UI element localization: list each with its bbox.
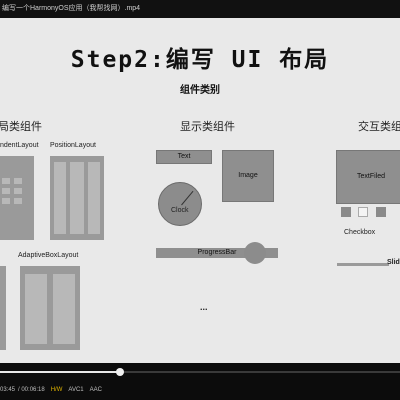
seek-handle[interactable] bbox=[116, 368, 124, 376]
textfield-label: TextFiled bbox=[356, 173, 385, 180]
checkbox-label: Checkbox bbox=[344, 229, 376, 236]
clock-component: Clock bbox=[158, 182, 202, 226]
total-time: / 00:06:18 bbox=[18, 387, 45, 393]
time-and-codec-info: 03:45 / 00:06:18 H/W AVC1 AAC bbox=[0, 385, 102, 395]
image-component-label: Image bbox=[238, 172, 258, 179]
video-frame[interactable]: Step2:编写 UI 布局 组件类别 局类组件 ndentLayout Pos… bbox=[0, 18, 400, 363]
audio-codec-badge: AAC bbox=[89, 387, 102, 393]
slide-subtitle: 组件类别 bbox=[180, 85, 220, 96]
clock-label: Clock bbox=[171, 207, 189, 214]
seek-bar-progress bbox=[0, 371, 120, 373]
progressbar-component: ProgressBar bbox=[156, 248, 278, 258]
slide-title: Step2:编写 UI 布局 bbox=[70, 47, 330, 73]
adaptive-box-layout-diagram bbox=[20, 266, 80, 350]
text-component: Text bbox=[156, 150, 212, 164]
checkbox-icon bbox=[376, 207, 386, 217]
clock-hand-icon bbox=[181, 190, 194, 206]
position-layout-diagram bbox=[50, 156, 104, 240]
dependent-layout-label: ndentLayout bbox=[0, 142, 39, 149]
adaptive-box-layout-label: AdaptiveBoxLayout bbox=[18, 252, 79, 259]
progressbar-knob bbox=[244, 242, 266, 264]
display-column-heading: 显示类组件 bbox=[180, 121, 235, 133]
adaptive-box-left-diagram bbox=[0, 266, 6, 350]
textfield-component: TextFiled bbox=[336, 150, 400, 204]
checkbox-checked-icon bbox=[358, 207, 368, 217]
hardware-decoding-badge[interactable]: H/W bbox=[50, 387, 63, 393]
checkbox-icon bbox=[341, 207, 351, 217]
interactive-column-heading: 交互类组 bbox=[358, 121, 400, 133]
current-time: 03:45 bbox=[0, 387, 16, 393]
video-codec-badge: AVC1 bbox=[68, 387, 84, 393]
text-component-label: Text bbox=[177, 153, 191, 160]
layout-column-heading: 局类组件 bbox=[0, 121, 42, 133]
more-ellipsis: ... bbox=[200, 302, 208, 312]
window-title: 编写一个HarmonyOS应用（我帮找网）.mp4 bbox=[0, 0, 400, 18]
slider-track bbox=[337, 263, 389, 266]
player-controls: 03:45 / 00:06:18 H/W AVC1 AAC bbox=[0, 363, 400, 400]
position-layout-label: PositionLayout bbox=[50, 142, 96, 149]
slider-label: Slid bbox=[387, 259, 400, 266]
progressbar-label: ProgressBar bbox=[197, 249, 237, 256]
dependent-layout-diagram bbox=[0, 156, 34, 240]
seek-bar[interactable] bbox=[0, 368, 400, 376]
image-component: Image bbox=[222, 150, 274, 202]
